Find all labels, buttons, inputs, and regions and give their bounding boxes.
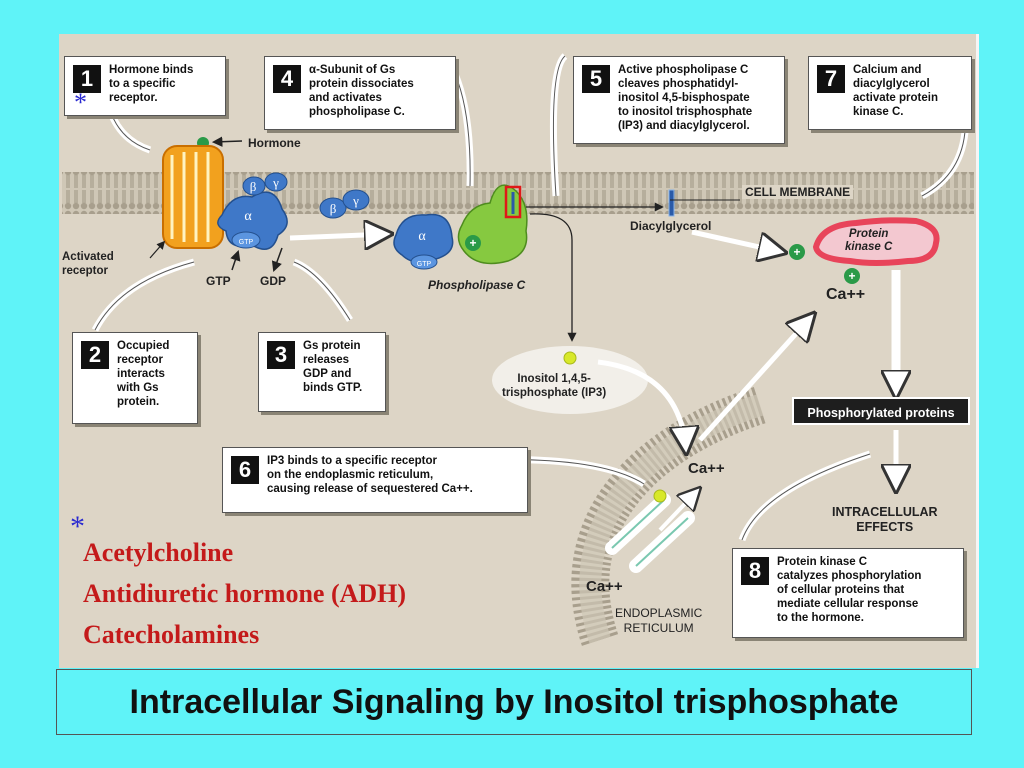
- svg-text:+: +: [848, 269, 855, 283]
- step-text: Occupied receptor interacts with Gs prot…: [117, 340, 170, 408]
- phosphorylated-proteins-box: Phosphorylated proteins: [792, 397, 970, 425]
- step-text: IP3 binds to a specific receptor on the …: [267, 455, 473, 495]
- svg-text:+: +: [793, 245, 800, 259]
- beta-label: β: [250, 179, 257, 194]
- step-3-box: 3 Gs protein releases GDP and binds GTP.: [258, 332, 386, 412]
- step-8-box: 8 Protein kinase C catalyzes phosphoryla…: [732, 548, 964, 638]
- protein-kinase-c-label: Protein kinase C: [845, 228, 893, 253]
- alpha-label: α: [244, 209, 252, 224]
- step-number: 1: [73, 65, 101, 93]
- step-4-box: 4 α-Subunit of Gs protein dissociates an…: [264, 56, 456, 130]
- step-text: Gs protein releases GDP and binds GTP.: [303, 340, 363, 394]
- diacylglycerol-label: Diacylglycerol: [630, 219, 712, 233]
- plus-icon: [465, 235, 481, 251]
- alpha-subunit-icon: [393, 213, 454, 270]
- step-number: 3: [267, 341, 295, 369]
- gtp-label: GTP: [206, 274, 231, 288]
- pip2-highlight: [504, 185, 522, 219]
- gtp-small-label: GTP: [417, 261, 432, 268]
- gprotein-icon: [217, 172, 288, 250]
- step-5-box: 5 Active phospholipase C cleaves phospha…: [573, 56, 785, 144]
- gtp-small-label: GTP: [239, 239, 254, 246]
- gamma-label: γ: [352, 193, 359, 208]
- step-text: Protein kinase C catalyzes phosphorylati…: [777, 556, 922, 624]
- cell-membrane-label: CELL MEMBRANE: [742, 185, 854, 199]
- slide-title: Intracellular Signaling by Inositol tris…: [129, 682, 899, 721]
- step-number: 4: [273, 65, 301, 93]
- receptor-icon: [162, 145, 224, 249]
- gdp-label: GDP: [260, 274, 287, 288]
- step-number: 2: [81, 341, 109, 369]
- ip3-dot: [563, 351, 577, 365]
- ca-er-bottom-label: Ca++: [586, 578, 623, 595]
- step-text: α-Subunit of Gs protein dissociates and …: [309, 64, 414, 118]
- svg-text:+: +: [469, 236, 476, 250]
- step-1-box: 1 Hormone binds to a specific receptor.: [64, 56, 226, 116]
- step-text: Hormone binds to a specific receptor.: [109, 64, 194, 104]
- step-number: 8: [741, 557, 769, 585]
- hormone-label: Hormone: [248, 136, 301, 150]
- slide-title-box: Intracellular Signaling by Inositol tris…: [56, 669, 972, 735]
- protein-kinase-c-icon: [812, 217, 940, 266]
- step-6-box: 6 IP3 binds to a specific receptor on th…: [222, 447, 528, 513]
- activated-receptor-label: Activated receptor: [62, 251, 114, 277]
- ip3-receptor-icon: [605, 493, 695, 573]
- ca-er-top-label: Ca++: [688, 460, 725, 477]
- asterisk-bottom: *: [70, 510, 85, 543]
- endoplasmic-reticulum-label: ENDOPLASMIC RETICULUM: [615, 606, 703, 635]
- gamma-label: γ: [272, 175, 279, 190]
- hormone-list: Acetylcholine Antidiuretic hormone (ADH)…: [83, 538, 407, 649]
- step-number: 7: [817, 65, 845, 93]
- step-2-box: 2 Occupied receptor interacts with Gs pr…: [72, 332, 198, 424]
- plus-icon: [844, 268, 860, 284]
- step-number: 6: [231, 456, 259, 484]
- step-text: Calcium and diacylglycerol activate prot…: [853, 64, 938, 118]
- beta-gamma-icon: [319, 189, 370, 219]
- step-text: Active phospholipase C cleaves phosphati…: [618, 64, 753, 132]
- ip3-label: Inositol 1,4,5- trisphosphate (IP3): [502, 373, 607, 399]
- ip3-bound-dot: [653, 489, 667, 503]
- beta-label: β: [330, 201, 337, 216]
- step-number: 5: [582, 65, 610, 93]
- asterisk-top: *: [74, 88, 87, 117]
- phospholipase-c-label: Phospholipase C: [428, 278, 526, 292]
- step-7-box: 7 Calcium and diacylglycerol activate pr…: [808, 56, 972, 130]
- diacylglycerol-icon: [668, 189, 675, 217]
- ca-pkc-label: Ca++: [826, 286, 866, 303]
- plus-icon: [789, 244, 805, 260]
- alpha-label: α: [418, 229, 426, 244]
- intracellular-effects-label: INTRACELLULAR EFFECTS: [832, 505, 938, 534]
